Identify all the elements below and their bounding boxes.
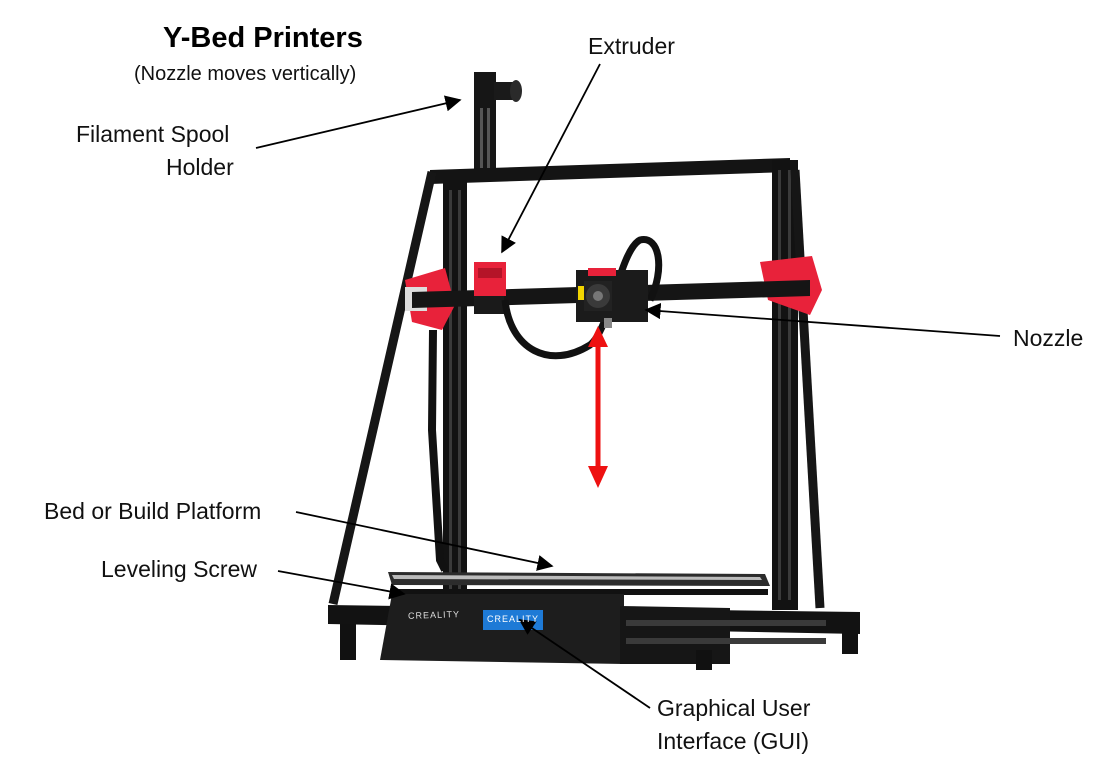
left-support-rod — [328, 170, 437, 606]
label-leveling-screw: Leveling Screw — [101, 556, 257, 582]
leader-gui — [518, 619, 651, 709]
left-upright — [443, 180, 467, 600]
leader-spool — [255, 95, 462, 149]
label-bed: Bed or Build Platform — [44, 498, 262, 524]
leader-leveling — [277, 570, 406, 600]
leader-bed — [295, 511, 554, 571]
brand-logo: CREALITY — [407, 609, 461, 621]
page-subtitle: (Nozzle moves vertically) — [134, 63, 357, 85]
label-gui-line1: Graphical User — [657, 695, 811, 721]
page-title: Y-Bed Printers — [163, 22, 363, 54]
leader-extruder — [501, 63, 601, 254]
right-upright — [772, 160, 798, 610]
extruder — [474, 262, 506, 314]
vertical-motion-arrow — [588, 326, 608, 488]
printer-base — [328, 594, 860, 670]
label-spool-line2: Holder — [166, 154, 234, 180]
leader-nozzle — [644, 302, 1001, 337]
right-support-rod — [790, 169, 825, 609]
build-bed — [388, 572, 770, 595]
label-nozzle: Nozzle — [1013, 325, 1084, 351]
hotend-carriage — [576, 268, 648, 328]
screen-logo: CREALITY — [487, 614, 540, 624]
filament-spool-holder — [474, 72, 522, 180]
label-extruder: Extruder — [588, 33, 675, 59]
hanging-cable — [427, 329, 449, 572]
label-gui-line2: Interface (GUI) — [657, 728, 810, 754]
top-crossbar — [430, 158, 790, 184]
label-spool-line1: Filament Spool — [76, 121, 230, 147]
